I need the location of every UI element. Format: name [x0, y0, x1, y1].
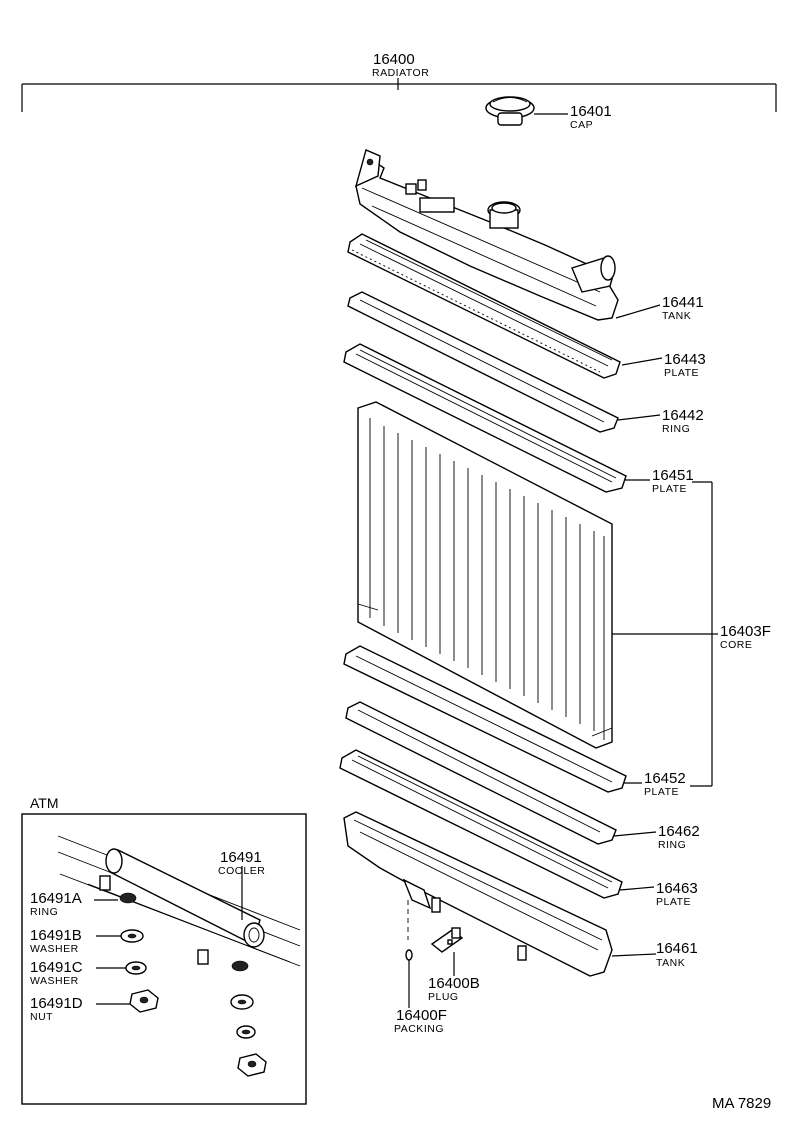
packing-icon: [405, 949, 413, 961]
plug-icon: [430, 927, 464, 953]
atm-ring-name: RING: [30, 906, 58, 918]
upper-ring-16442-icon: [347, 291, 619, 433]
lower-plate-16452-icon: [343, 645, 627, 793]
upper-plate-16443-icon: [347, 233, 621, 379]
plate-16463-name: PLATE: [656, 896, 691, 908]
core-group-bracket: [612, 481, 718, 787]
packing-name: PACKING: [394, 1023, 444, 1035]
plate-16451-number: 16451: [652, 467, 694, 484]
lower-ring-16462-icon: [345, 701, 617, 845]
cap-number: 16401: [570, 103, 612, 120]
plate-16463-number: 16463: [656, 880, 698, 897]
header-plate-16451-icon: [343, 343, 627, 493]
nut-icon: [129, 989, 159, 1013]
upper-tank-number: 16441: [662, 294, 704, 311]
assembly-name: RADIATOR: [372, 67, 429, 79]
washer-c-number: 16491C: [30, 959, 83, 976]
cooler-name: COOLER: [218, 865, 265, 877]
washer-b-number: 16491B: [30, 927, 82, 944]
packing-number: 16400F: [396, 1007, 447, 1024]
ring-16462-number: 16462: [658, 823, 700, 840]
washer-b-icon-2: [230, 994, 254, 1010]
washer-b-name: WASHER: [30, 943, 79, 955]
lower-tank-name: TANK: [656, 957, 685, 969]
plate-16443-name: PLATE: [664, 367, 699, 379]
plug-name: PLUG: [428, 991, 459, 1003]
drawing-code: MA 7829: [712, 1095, 771, 1112]
plate-16443-number: 16443: [664, 351, 706, 368]
atm-ring-number: 16491A: [30, 890, 82, 907]
ring-16462-name: RING: [658, 839, 686, 851]
washer-c-name: WASHER: [30, 975, 79, 987]
atm-cooler-assembly-icon: [57, 835, 301, 972]
washer-c-icon-2: [236, 1025, 256, 1039]
plate-16452-number: 16452: [644, 770, 686, 787]
ring-16442-number: 16442: [662, 407, 704, 424]
cooler-number: 16491: [220, 849, 262, 866]
plug-number: 16400B: [428, 975, 480, 992]
atm-title: ATM: [30, 795, 59, 811]
core-number: 16403F: [720, 623, 771, 640]
assembly-bracket: [21, 78, 777, 112]
atm-inset-frame: [21, 813, 307, 1105]
plate-16452-name: PLATE: [644, 786, 679, 798]
ring-16442-name: RING: [662, 423, 690, 435]
nut-icon-2: [237, 1053, 267, 1077]
lower-tank-number: 16461: [656, 940, 698, 957]
plate-16451-name: PLATE: [652, 483, 687, 495]
nut-number: 16491D: [30, 995, 83, 1012]
cap-icon: [485, 96, 535, 126]
washer-b-icon: [120, 929, 144, 943]
washer-c-icon: [125, 961, 147, 975]
core-name: CORE: [720, 639, 752, 651]
lower-plate-16463-icon: [339, 749, 623, 899]
nut-name: NUT: [30, 1011, 53, 1023]
lower-tank-icon: [343, 811, 613, 977]
upper-tank-icon: [354, 149, 619, 321]
core-icon: [357, 401, 613, 749]
upper-tank-name: TANK: [662, 310, 691, 322]
cap-name: CAP: [570, 119, 593, 131]
assembly-number: 16400: [373, 51, 415, 68]
